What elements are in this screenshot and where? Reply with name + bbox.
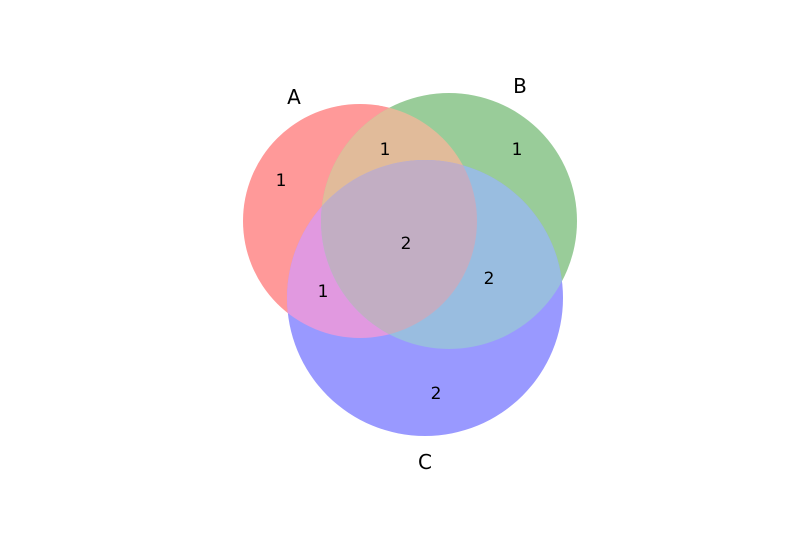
count-bc: 2 — [484, 269, 495, 289]
set-label-b: B — [513, 74, 527, 98]
region-abc — [321, 160, 477, 338]
count-a-only: 1 — [276, 171, 287, 191]
count-abc: 2 — [401, 234, 412, 254]
count-c-only: 2 — [431, 384, 442, 404]
count-ab: 1 — [380, 140, 391, 160]
set-label-a: A — [287, 85, 301, 109]
set-label-c: C — [418, 450, 432, 474]
count-ac: 1 — [318, 282, 329, 302]
count-b-only: 1 — [512, 140, 523, 160]
